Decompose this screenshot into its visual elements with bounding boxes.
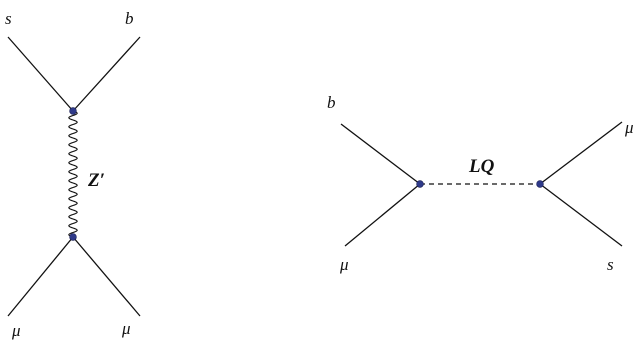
- leptoquark-diagram: b μ LQ μ s: [327, 93, 634, 274]
- muon-label-right: μ: [624, 118, 634, 137]
- top-vertex: [69, 107, 77, 115]
- zprime-label: Z′: [87, 170, 105, 191]
- muon-label-left: μ: [339, 255, 349, 274]
- s-quark-line: [539, 183, 623, 247]
- s-quark-label: s: [607, 255, 614, 274]
- muon-line-left: [7, 236, 74, 317]
- bottom-vertex: [69, 233, 77, 241]
- leptoquark-label: LQ: [468, 156, 495, 177]
- s-quark-line: [7, 36, 74, 112]
- left-vertex: [416, 180, 424, 188]
- b-quark-label: b: [327, 93, 336, 112]
- b-quark-line: [72, 36, 141, 112]
- s-quark-label: s: [5, 9, 12, 28]
- muon-label-left: μ: [11, 321, 21, 340]
- b-quark-label: b: [125, 9, 134, 28]
- muon-label-right: μ: [121, 319, 131, 338]
- muon-line-right: [539, 121, 623, 185]
- muon-line-left: [344, 183, 421, 247]
- zprime-propagator: [68, 110, 78, 238]
- right-vertex: [536, 180, 544, 188]
- muon-line-right: [72, 236, 141, 317]
- b-quark-line: [340, 123, 421, 185]
- zprime-diagram: s b Z′ μ μ: [5, 9, 141, 340]
